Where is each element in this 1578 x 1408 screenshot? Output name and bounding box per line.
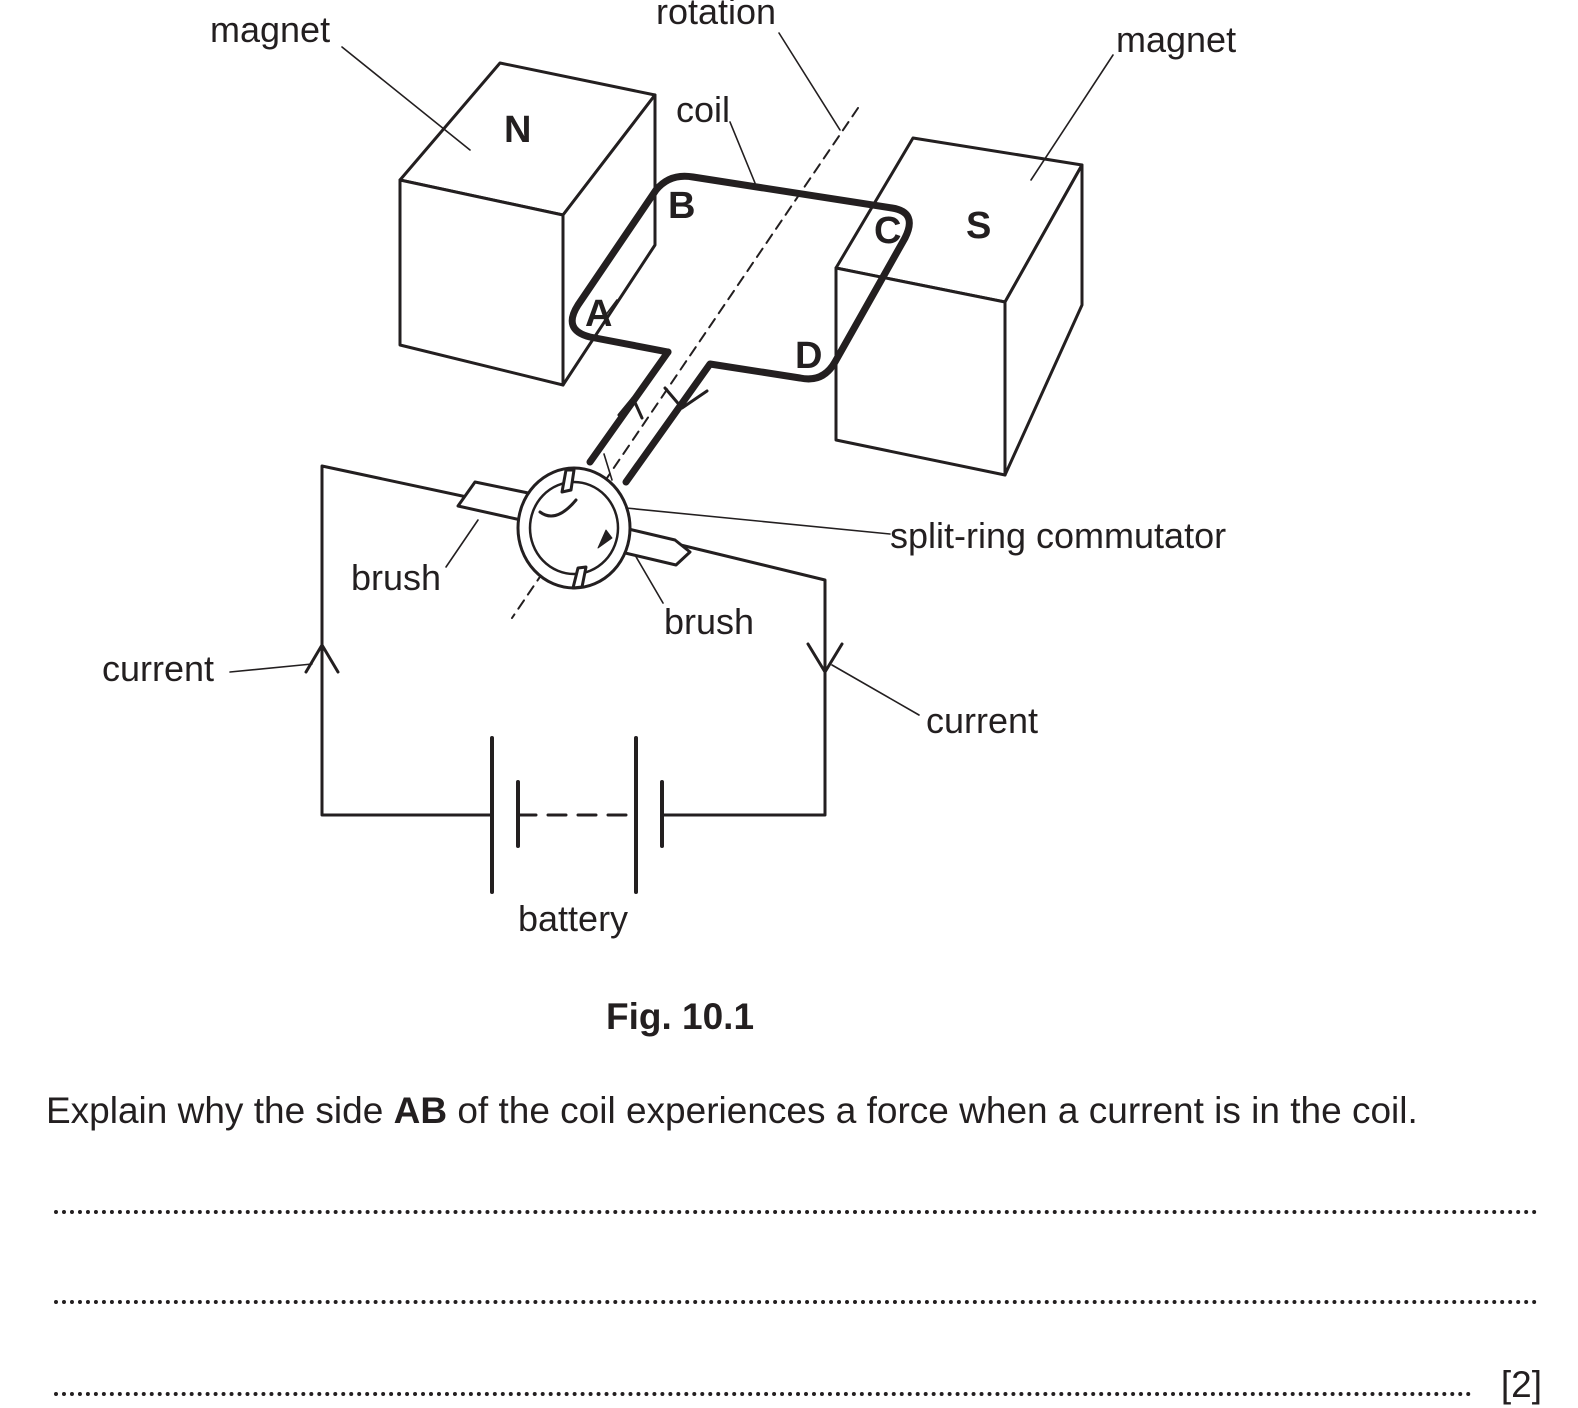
coil-lead-left: [586, 348, 672, 466]
question-text-bold: AB: [393, 1090, 448, 1131]
rotation-label: rotation: [656, 0, 776, 32]
magnet-label-right: magnet: [1116, 19, 1236, 60]
coil-label: coil: [676, 89, 730, 130]
answer-line-1[interactable]: [54, 1210, 1538, 1214]
brush-label-right: brush: [664, 601, 754, 642]
motor-diagram: magnet rotation magnet coil N S B C A D …: [102, 0, 1236, 939]
wire-left: [320, 464, 497, 817]
corner-c-label: C: [874, 210, 901, 252]
split-ring-commutator: [516, 466, 632, 590]
south-pole-label: S: [966, 205, 991, 247]
coil-loop: [568, 172, 913, 486]
answer-line-3[interactable]: [54, 1392, 1472, 1396]
marks-label: [2]: [1500, 1364, 1542, 1405]
current-arrow-left: [304, 643, 340, 674]
corner-d-label: D: [795, 335, 822, 377]
question-text: Explain why the side AB of the coil expe…: [46, 1090, 1418, 1132]
answer-line-2[interactable]: [54, 1300, 1538, 1304]
leader-lines: [229, 32, 1114, 716]
north-pole-label: N: [504, 109, 531, 151]
coil-current-arrow-up: [617, 396, 644, 420]
magnet-label-left: magnet: [210, 9, 330, 50]
battery-label: battery: [518, 898, 628, 939]
question-text-before: Explain why the side: [46, 1090, 394, 1131]
current-label-left: current: [102, 648, 214, 689]
brush-label-left: brush: [351, 557, 441, 598]
commutator-label: split-ring commutator: [890, 515, 1226, 556]
battery-symbol: [490, 736, 664, 894]
question-text-after: of the coil experiences a force when a c…: [447, 1090, 1418, 1131]
corner-b-label: B: [668, 185, 695, 227]
north-magnet: [398, 61, 657, 387]
wire-right: [658, 538, 827, 817]
current-arrow-right: [806, 642, 844, 674]
figure-caption: Fig. 10.1: [605, 996, 755, 1037]
south-magnet: [834, 136, 1084, 477]
current-label-right: current: [926, 700, 1038, 741]
coil-current-arrow-down: [663, 386, 709, 410]
corner-a-label: A: [585, 293, 612, 335]
